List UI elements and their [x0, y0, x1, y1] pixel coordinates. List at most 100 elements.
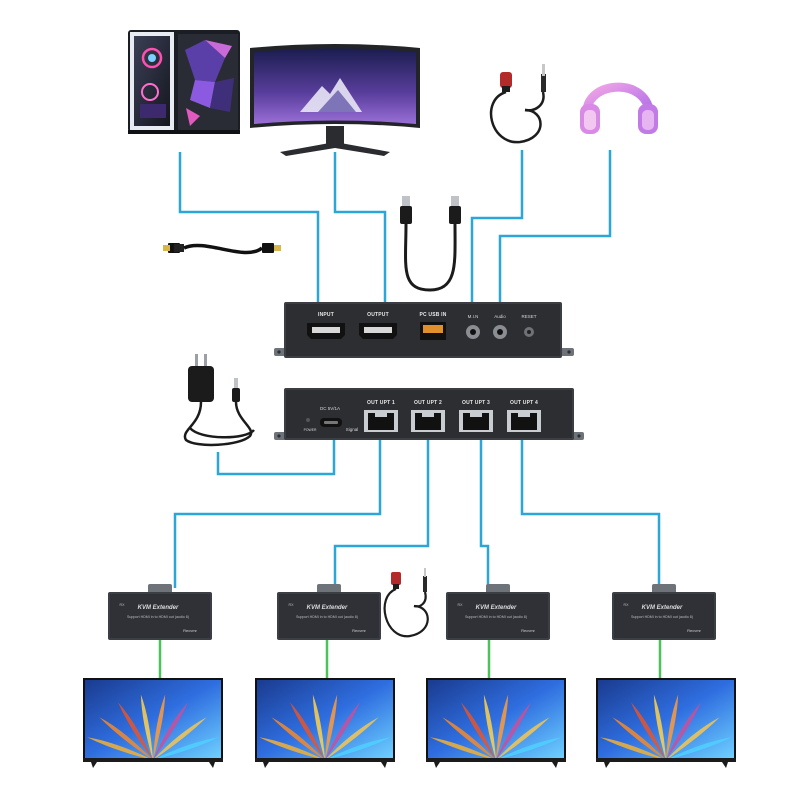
cable-out4-to-extender-4 [520, 432, 661, 588]
tv-foot-right [381, 762, 387, 768]
hdmi-input-port[interactable]: INPUT [307, 312, 345, 339]
tv-foot-right [722, 762, 728, 768]
power-adapter-icon [183, 354, 255, 447]
extender-badge: RX [289, 603, 295, 607]
rj45-out-port-2[interactable]: OUT UPT 2 [411, 400, 445, 432]
extender-brand: Recvmr [521, 628, 535, 633]
tv-foot-left [263, 762, 269, 768]
tv-bottom-edge [596, 758, 736, 762]
extender-face [448, 594, 548, 638]
cable-monitor-to-output [333, 152, 387, 302]
tv-display-1 [83, 678, 223, 768]
rj45-out-port-3[interactable]: OUT UPT 3 [459, 400, 493, 432]
extender-badge: RX [458, 603, 464, 607]
extender-mount-tab [652, 584, 676, 594]
out3-label: OUT UPT 3 [462, 400, 490, 406]
extender-badge: RX [624, 603, 630, 607]
audio-label: Audio [494, 314, 506, 319]
output-label: OUTPUT [367, 312, 389, 318]
green-cables [158, 640, 662, 680]
tv-wallpaper-fan [87, 694, 219, 760]
out4-label: OUT UPT 4 [510, 400, 538, 406]
tv-foot-right [209, 762, 215, 768]
small-microphone-icon [383, 568, 429, 638]
tv-bottom-edge [255, 758, 395, 762]
extender-subtitle: Support HDMI in to HDMI out (audio 8) [127, 615, 189, 619]
extender-title: KVM Extender [642, 605, 683, 611]
cable-power-to-dc [216, 432, 336, 476]
tv-display-4 [596, 678, 736, 768]
tv-display-2 [255, 678, 395, 768]
extender-brand: Recvmr [183, 628, 197, 633]
rj45-out-port-4[interactable]: OUT UPT 4 [507, 400, 541, 432]
mic-jack[interactable]: M.I.N [466, 314, 480, 339]
extender-face [279, 594, 379, 638]
extender-brand: Recvmr [687, 628, 701, 633]
tv-foot-right [552, 762, 558, 768]
extender-face [614, 594, 714, 638]
tv-display-3 [426, 678, 566, 768]
kvm-device-top-panel: INPUT OUTPUT PC USB IN M.I.N Audio RESET [274, 302, 574, 358]
reset-label: RESET [521, 314, 536, 319]
cable-out2-to-extender-2 [333, 432, 430, 588]
tv-foot-left [434, 762, 440, 768]
gaming-pc-icon [128, 30, 240, 134]
power-led-label: POWER [304, 428, 317, 432]
microphone-icon [489, 64, 546, 144]
pc-usb-in-port[interactable]: PC USB IN [419, 312, 447, 340]
extender-mount-tab [486, 584, 510, 594]
extender-title: KVM Extender [138, 605, 179, 611]
tv-foot-left [91, 762, 97, 768]
cable-out3-to-extender-3 [479, 432, 490, 588]
extender-title: KVM Extender [307, 605, 348, 611]
reset-button[interactable]: RESET [521, 314, 537, 337]
usb-cable-icon [400, 196, 461, 292]
tv-bottom-edge [83, 758, 223, 762]
tv-wallpaper-fan [259, 694, 391, 760]
mic-label: M.I.N [468, 314, 479, 319]
dc-power-port[interactable]: DC 5V/1A [320, 406, 342, 427]
extender-subtitle: Support HDMI in to HDMI out (audio 8) [296, 615, 358, 619]
cable-pc-to-input [178, 152, 320, 302]
cable-headphone-to-device [498, 150, 612, 302]
cable-mic-to-device [470, 150, 524, 302]
tv-wallpaper-fan [600, 694, 732, 760]
input-label: INPUT [318, 312, 334, 318]
tv-group [83, 678, 736, 768]
signal-label: Signal [346, 427, 359, 432]
tv-screen [257, 680, 393, 758]
tv-foot-left [604, 762, 610, 768]
extender-subtitle: Support HDMI in to HDMI out (audio 8) [465, 615, 527, 619]
extender-face [110, 594, 210, 638]
curved-monitor-icon [250, 44, 420, 156]
out2-label: OUT UPT 2 [414, 400, 442, 406]
hdmi-output-port[interactable]: OUTPUT [359, 312, 397, 339]
extender-brand: Recvmr [352, 628, 366, 633]
tv-screen [85, 680, 221, 758]
extender-subtitle: Support HDMI in to HDMI out (audio 8) [631, 615, 693, 619]
tv-bottom-edge [426, 758, 566, 762]
cable-out1-to-extender-1 [173, 432, 382, 588]
power-led: POWER [304, 418, 317, 432]
tv-screen [598, 680, 734, 758]
extender-mount-tab [148, 584, 172, 594]
tv-screen [428, 680, 564, 758]
audio-jack[interactable]: Audio [493, 314, 507, 339]
rj45-out-port-1[interactable]: OUT UPT 1 [364, 400, 398, 432]
extender-title: KVM Extender [476, 605, 517, 611]
kvm-device-bottom-panel: DC 5V/1A POWER Signal OUT UPT 1 OUT UPT … [274, 388, 584, 440]
out1-label: OUT UPT 1 [367, 400, 395, 406]
pc-usb-in-label: PC USB IN [419, 312, 446, 318]
hdmi-cable-icon [163, 243, 281, 255]
tv-wallpaper-fan [430, 694, 562, 760]
headphones-icon [580, 82, 658, 134]
dc-label: DC 5V/1A [320, 406, 340, 411]
extender-badge: RX [120, 603, 126, 607]
